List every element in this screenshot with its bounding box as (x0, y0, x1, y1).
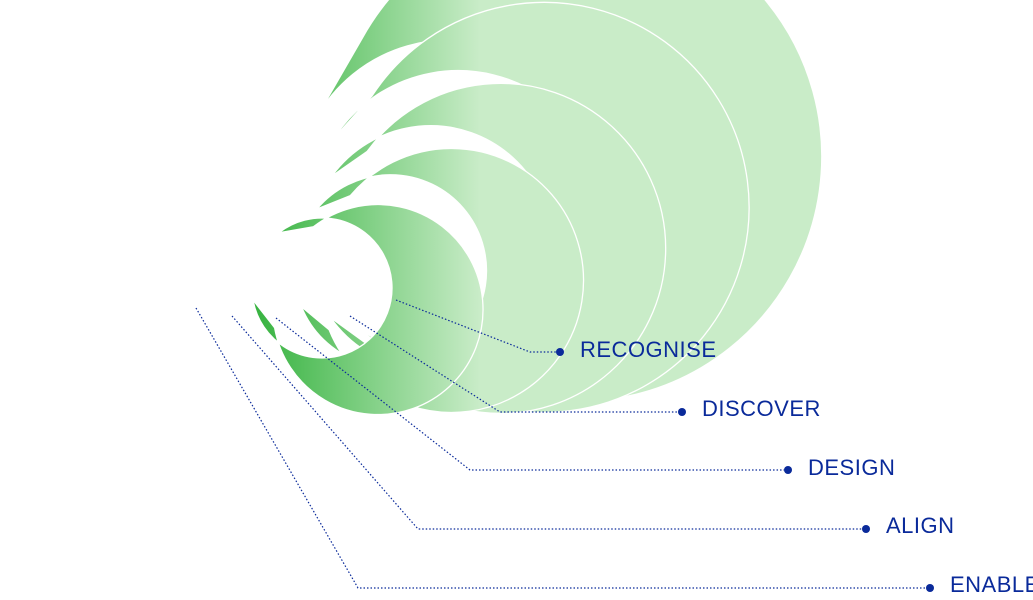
stage-labels: RECOGNISE DISCOVER DESIGN ALIGN ENABLE (556, 337, 1033, 597)
enable-label: ENABLE (950, 572, 1033, 597)
discover-dot (678, 408, 686, 416)
recognise-connector (395, 299, 556, 353)
design-label: DESIGN (808, 455, 895, 480)
spiral-arcs (252, 0, 823, 416)
align-connector (231, 315, 862, 530)
enable-connector (195, 307, 926, 589)
design-dot (784, 466, 792, 474)
recognise-dot (556, 348, 564, 356)
connector-lines (195, 299, 926, 589)
discover-label: DISCOVER (702, 396, 821, 421)
recognise-label: RECOGNISE (580, 337, 717, 362)
design-connector (275, 317, 784, 471)
recognise-arc (252, 203, 484, 416)
align-label: ALIGN (886, 513, 955, 538)
enable-dot (926, 584, 934, 592)
align-dot (862, 525, 870, 533)
